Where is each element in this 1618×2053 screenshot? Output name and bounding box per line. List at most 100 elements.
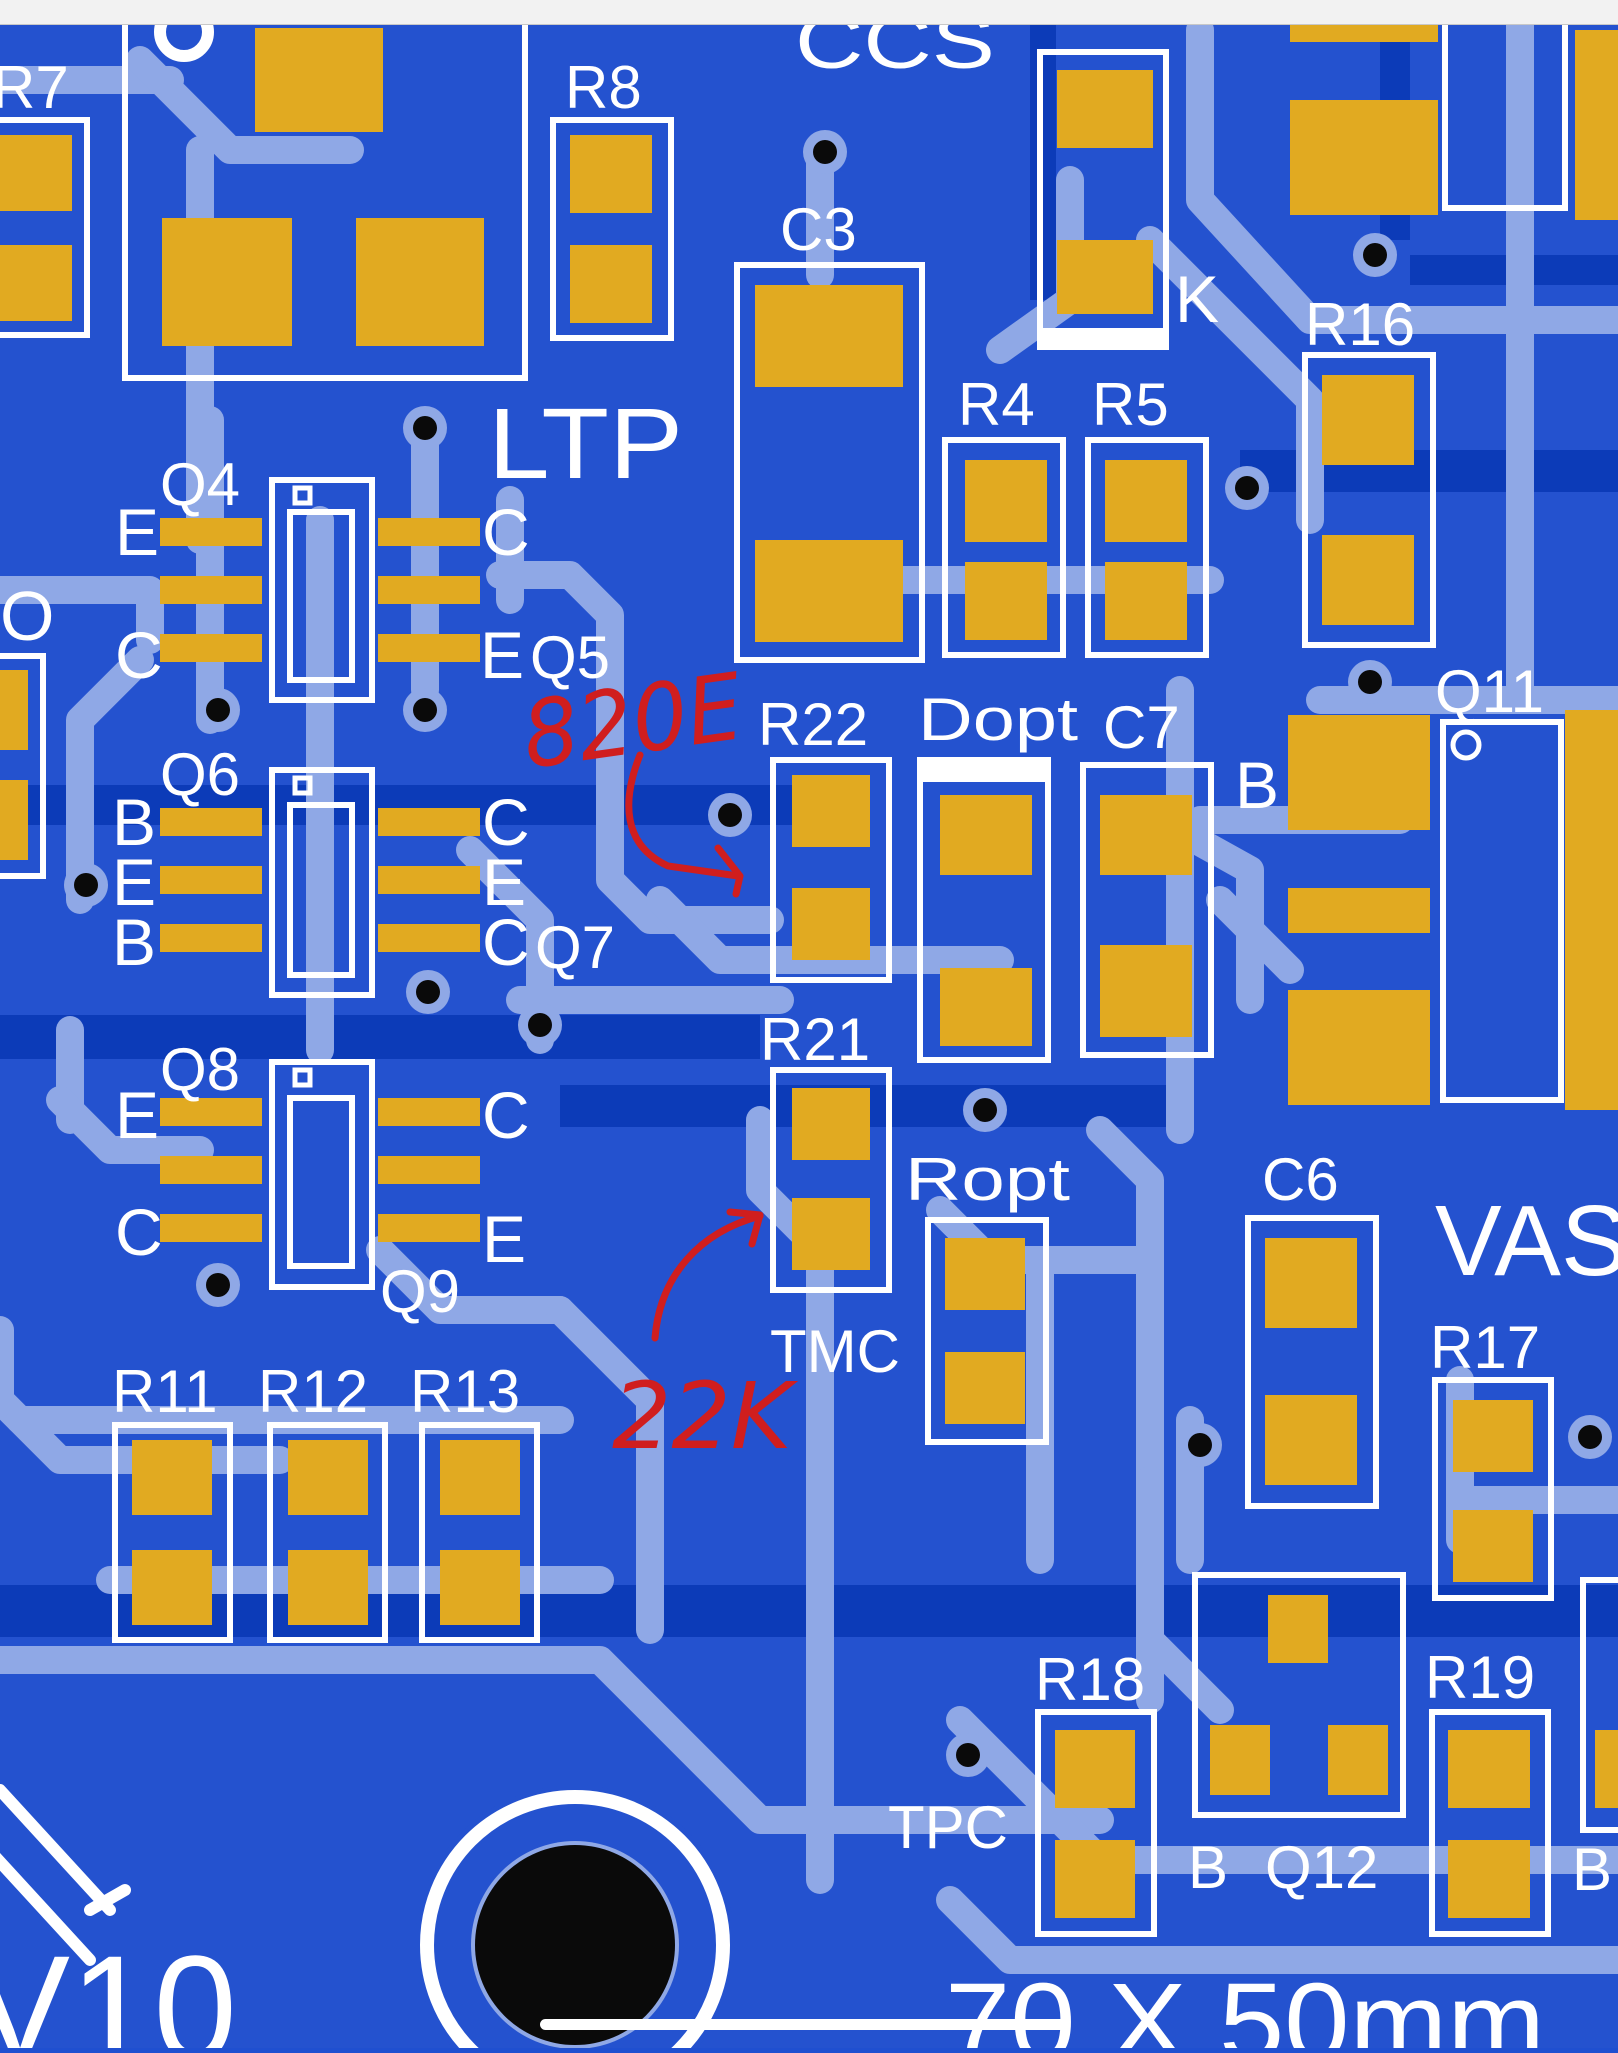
smd-pads: [0, 0, 1618, 1918]
home-indicator[interactable]: [540, 2019, 1070, 2030]
label-r22: R22: [758, 691, 868, 758]
pad: [965, 562, 1047, 640]
label-c6: C6: [1262, 1146, 1339, 1213]
label-r12: R12: [258, 1358, 368, 1425]
label-version: V10: [0, 1924, 237, 2048]
label-q8-e: E: [115, 1078, 159, 1152]
pad: [160, 1214, 262, 1242]
pad: [160, 1156, 262, 1184]
label-dopt: Dopt: [918, 686, 1078, 753]
label-r7: R7: [0, 54, 69, 121]
label-q5-c: C: [482, 495, 530, 569]
pad: [1322, 375, 1414, 465]
label-r18: R18: [1035, 1646, 1145, 1713]
label-q5: Q5: [530, 624, 610, 691]
label-q12-b: B: [1188, 1834, 1228, 1901]
pad: [356, 218, 484, 346]
pad: [132, 1440, 212, 1515]
silkscreen-diagonal-mark: [0, 1784, 131, 1966]
pad: [378, 1156, 480, 1184]
label-q9: Q9: [380, 1258, 460, 1325]
label-q9-e: E: [482, 1202, 526, 1276]
pad: [792, 775, 870, 847]
pad: [570, 245, 652, 323]
label-r16: R16: [1305, 291, 1415, 358]
pad: [0, 135, 72, 211]
pad: [1057, 70, 1153, 148]
pad: [1100, 795, 1192, 875]
pad: [378, 518, 480, 546]
pad: [1322, 535, 1414, 625]
label-q7: Q7: [535, 914, 615, 981]
pad: [1595, 1730, 1618, 1808]
pad: [1210, 1725, 1270, 1795]
pad: [160, 1098, 262, 1126]
label-q4-e: E: [115, 495, 159, 569]
pad: [940, 795, 1032, 875]
label-q11-b: B: [1235, 748, 1279, 822]
pad: [940, 968, 1032, 1046]
pad: [1448, 1840, 1530, 1918]
pad: [1453, 1510, 1533, 1582]
pad: [1448, 1730, 1530, 1808]
label-r4: R4: [958, 371, 1035, 438]
pad: [792, 1088, 870, 1160]
pad: [440, 1550, 520, 1625]
pad: [1575, 30, 1618, 220]
pad: [755, 285, 903, 387]
pad: [0, 245, 72, 321]
silkscreen-bars: [920, 328, 1166, 782]
label-r17: R17: [1430, 1314, 1540, 1381]
label-q12: Q12: [1265, 1834, 1378, 1901]
annotation-arrow-r22: [625, 751, 742, 880]
pad: [132, 1550, 212, 1625]
pad: [378, 808, 480, 836]
label-right-b: B: [1572, 1836, 1612, 1903]
pad: [378, 634, 480, 662]
pad: [378, 924, 480, 952]
pad: [1055, 1730, 1135, 1808]
label-tpc: TPC: [888, 1794, 1008, 1861]
pad: [1105, 460, 1187, 542]
label-q6-e: E: [112, 845, 156, 919]
silkscreen-outlines: [0, 0, 1618, 1937]
label-q7-e: E: [482, 845, 526, 919]
pad: [1057, 240, 1153, 314]
label-q7-c1: C: [482, 785, 530, 859]
label-q6-b2: B: [112, 905, 156, 979]
pad: [1453, 1400, 1533, 1472]
label-r19: R19: [1425, 1644, 1535, 1711]
label-r8: R8: [565, 54, 642, 121]
pad: [1105, 562, 1187, 640]
pad: [570, 135, 652, 213]
pad: [378, 866, 480, 894]
pad: [1288, 715, 1430, 830]
pad: [1265, 1238, 1357, 1328]
label-ltp: LTP: [488, 388, 683, 500]
pad: [1328, 1725, 1388, 1795]
pad: [160, 634, 262, 662]
pad: [378, 1098, 480, 1126]
label-r21: R21: [760, 1006, 870, 1073]
pad: [160, 518, 262, 546]
pad: [1290, 100, 1438, 215]
viewer-toolbar-strip: [0, 0, 1618, 25]
label-q4-c: C: [115, 618, 163, 692]
pad: [0, 670, 28, 750]
pad: [0, 780, 28, 860]
label-q8-c: C: [115, 1195, 163, 1269]
pad: [378, 576, 480, 604]
label-ropt: Ropt: [905, 1146, 1070, 1213]
mounting-hole: [415, 1785, 735, 2053]
via-drills: [74, 140, 1602, 1767]
pad: [1288, 990, 1430, 1105]
pad: [378, 1214, 480, 1242]
pad: [160, 866, 262, 894]
pad: [945, 1238, 1025, 1310]
label-r13: R13: [410, 1358, 520, 1425]
label-q9-c: C: [482, 1078, 530, 1152]
label-r5: R5: [1092, 371, 1169, 438]
